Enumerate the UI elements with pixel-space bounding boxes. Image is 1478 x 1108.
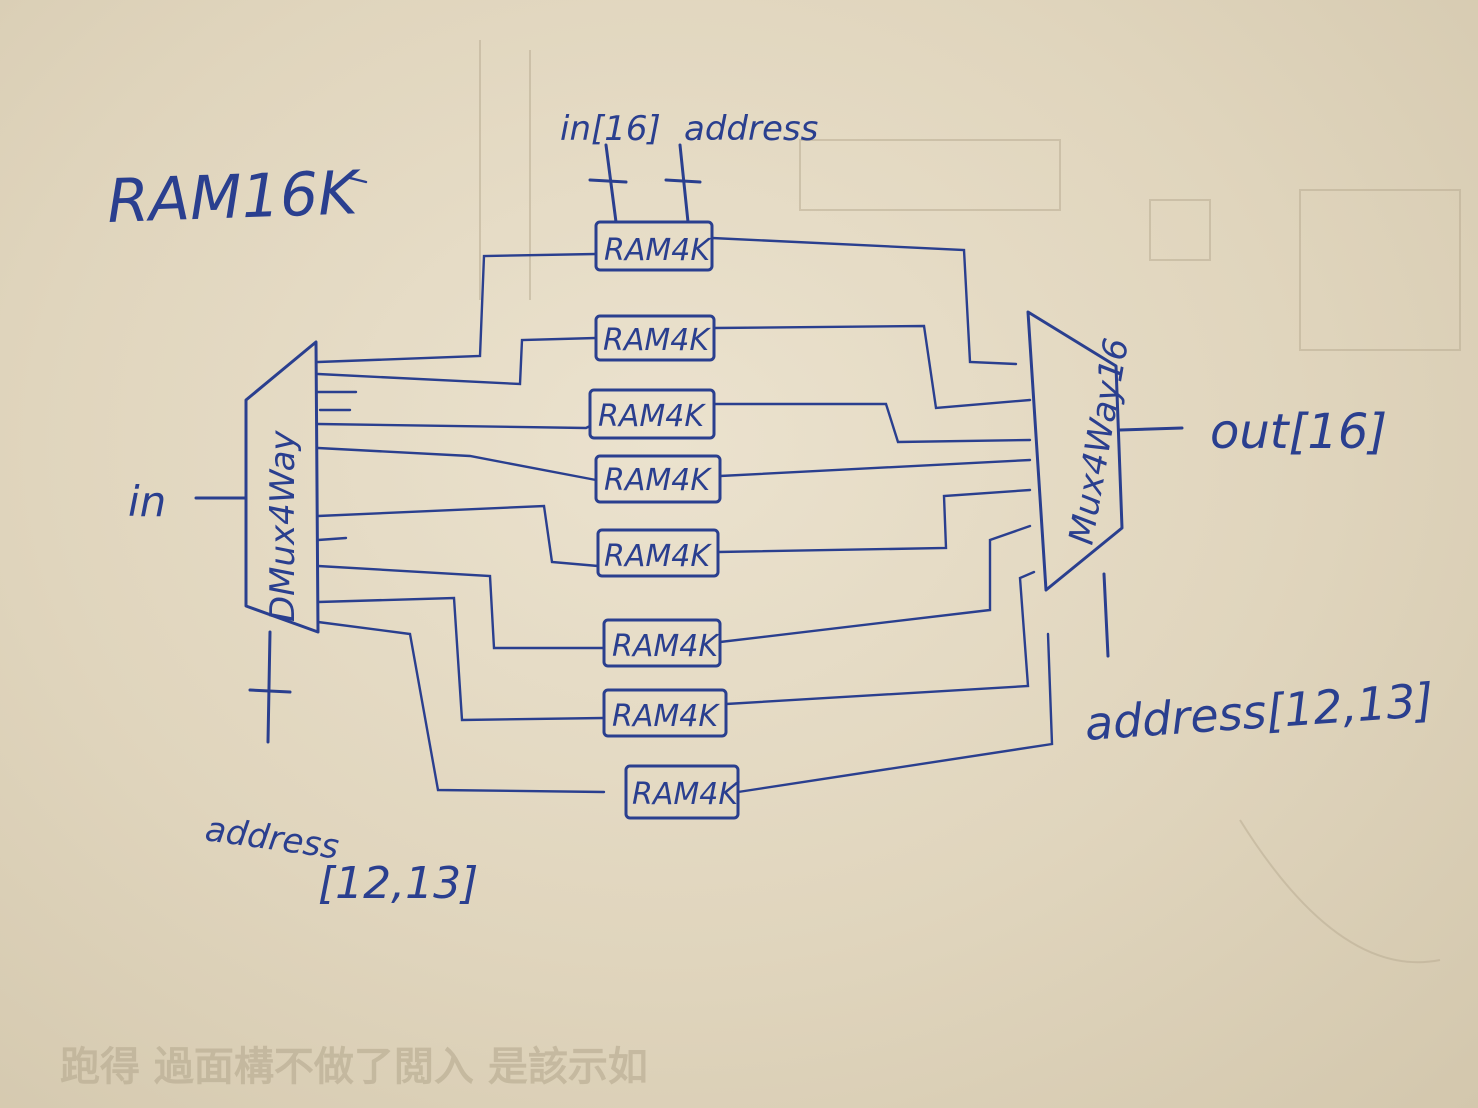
top-address-wire [678,143,690,224]
dmux-select-bus-mark [248,688,292,694]
ram-block: RAM4K [588,388,716,440]
top-in-label: in[16] [560,109,661,149]
diagram-title: RAM16K [106,158,363,237]
svg-text:RAM4K: RAM4K [603,323,711,358]
dmux-output-wires [316,252,606,794]
dmux-select-range: [12,13] [318,858,478,909]
mux-input-wires [710,236,1054,794]
top-address-label: address [684,109,818,149]
dmux-input-label: in [128,477,166,526]
svg-text:RAM4K: RAM4K [604,463,712,498]
svg-text:RAM4K: RAM4K [612,629,720,664]
svg-text:RAM4K: RAM4K [604,233,712,268]
svg-text:RAM4K: RAM4K [612,699,720,734]
top-in-bus-mark [588,178,628,184]
mux-select-wire [1102,572,1110,658]
ram-block: RAM4K [594,220,714,272]
ram-block: RAM4K [596,528,720,578]
ram-block: RAM4K [602,688,728,738]
mux-label: Mux4Way16 [1061,335,1137,547]
dmux-label: DMux4Way [263,430,303,622]
svg-text:RAM4K: RAM4K [632,777,740,812]
show-through-text: 跑得 過面構不做了閲入 是該示如 [60,1044,648,1090]
ram-block: RAM4K [594,454,722,504]
svg-text:RAM4K: RAM4K [598,399,706,434]
mux-output-wire [1118,426,1184,432]
ram-block: RAM4K [624,764,740,820]
svg-text:RAM4K: RAM4K [604,539,712,574]
show-through: 跑得 過面構不做了閲入 是該示如 [60,40,1461,1090]
ram-block: RAM4K [594,314,716,362]
mux-block: Mux4Way16 [1026,310,1137,592]
mux-select-label: address[12,13] [1083,673,1435,751]
dmux-block: DMux4Way [244,340,320,634]
top-address-bus-mark [664,178,702,184]
dmux-select-wire [266,630,272,744]
top-in-wire [604,143,618,224]
mux-output-label: out[16] [1210,404,1387,460]
title-tick [348,176,368,184]
ram-block: RAM4K [602,618,722,668]
